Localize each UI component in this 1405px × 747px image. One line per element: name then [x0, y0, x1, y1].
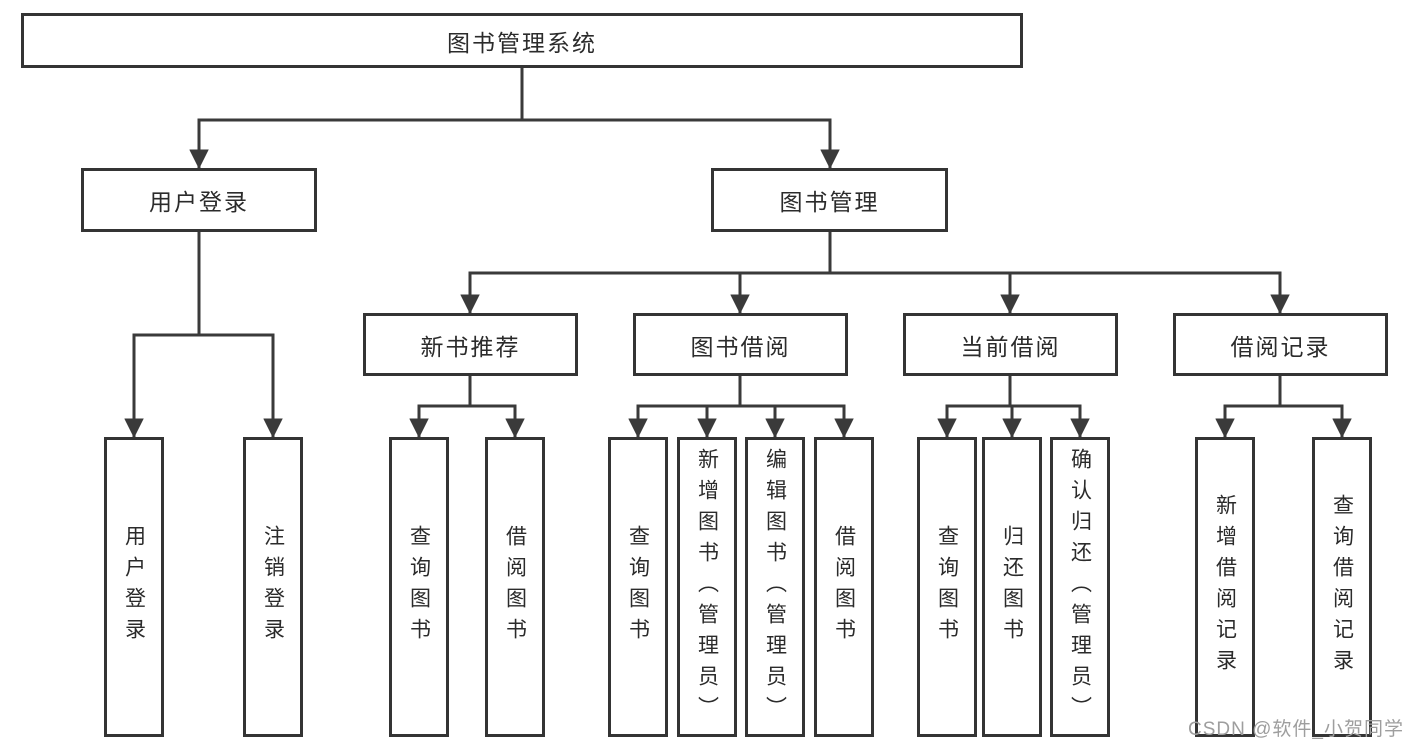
- node-borrow-records: 借阅记录: [1173, 313, 1388, 376]
- node-leaf-cb-return-books: 归还图书: [982, 437, 1042, 737]
- connector-cb-to-confirm: [1010, 404, 1090, 438]
- connector-root-to-book-mgmt: [522, 118, 840, 169]
- node-leaf-cb-query-books: 查询图书: [917, 437, 977, 737]
- connector-cb-to-query: [937, 376, 1012, 438]
- node-book-mgmt-label: 图书管理: [779, 189, 880, 215]
- node-leaf-bb-borrow-books: 借阅图书: [814, 437, 874, 737]
- node-leaf-nbr-query-books-label: 查询图书: [407, 525, 431, 649]
- connector-userlogin-to-logout: [199, 333, 283, 438]
- node-leaf-logout: 注销登录: [243, 437, 303, 737]
- node-leaf-user-login: 用户登录: [104, 437, 164, 737]
- node-leaf-bb-borrow-books-label: 借阅图书: [832, 525, 856, 649]
- node-borrow-records-label: 借阅记录: [1230, 333, 1331, 360]
- connector-bb-to-add: [697, 404, 740, 438]
- node-leaf-bb-edit-books-admin: 编辑图书（管理员）: [745, 437, 805, 737]
- node-leaf-cb-confirm-return-admin: 确认归还（管理员）: [1050, 437, 1110, 737]
- node-leaf-bb-edit-books-admin-label: 编辑图书（管理员）: [763, 447, 787, 727]
- node-root-system: 图书管理系统: [21, 13, 1023, 68]
- connector-bookmgmt-to-newbookrec: [460, 232, 832, 314]
- node-user-login: 用户登录: [81, 168, 317, 232]
- node-leaf-nbr-borrow-books: 借阅图书: [485, 437, 545, 737]
- node-book-mgmt: 图书管理: [711, 168, 948, 232]
- node-leaf-cb-confirm-return-admin-label: 确认归还（管理员）: [1068, 447, 1092, 727]
- connector-userlogin-to-login: [124, 232, 201, 438]
- node-leaf-logout-label: 注销登录: [261, 525, 285, 649]
- node-new-book-rec-label: 新书推荐: [420, 333, 521, 360]
- node-leaf-br-query-record-label: 查询借阅记录: [1330, 494, 1354, 680]
- node-leaf-cb-query-books-label: 查询图书: [935, 525, 959, 649]
- connector-bb-to-query: [628, 376, 742, 438]
- node-leaf-cb-return-books-label: 归还图书: [1000, 525, 1024, 649]
- node-leaf-bb-query-books: 查询图书: [608, 437, 668, 737]
- node-book-borrow: 图书借阅: [633, 313, 848, 376]
- connector-bookmgmt-to-bookborrow: [730, 271, 830, 314]
- node-current-borrow-label: 当前借阅: [960, 333, 1061, 360]
- connector-bookmgmt-to-currentborrow: [830, 271, 1020, 314]
- node-new-book-rec: 新书推荐: [363, 313, 578, 376]
- node-leaf-bb-add-books-admin: 新增图书（管理员）: [677, 437, 737, 737]
- node-leaf-bb-query-books-label: 查询图书: [626, 525, 650, 649]
- connector-root-to-user-login: [189, 68, 524, 169]
- node-current-borrow: 当前借阅: [903, 313, 1118, 376]
- node-user-login-label: 用户登录: [149, 189, 249, 215]
- connector-br-to-query: [1280, 404, 1352, 438]
- node-leaf-br-query-record: 查询借阅记录: [1312, 437, 1372, 737]
- node-leaf-bb-add-books-admin-label: 新增图书（管理员）: [695, 447, 719, 727]
- connector-bb-to-edit: [740, 404, 785, 438]
- connector-bookmgmt-to-borrowrecords: [830, 271, 1290, 314]
- node-leaf-br-add-record-label: 新增借阅记录: [1213, 494, 1237, 680]
- node-book-borrow-label: 图书借阅: [690, 333, 791, 360]
- node-leaf-nbr-borrow-books-label: 借阅图书: [503, 525, 527, 649]
- connector-nbr-to-borrow: [470, 404, 525, 438]
- connector-cb-to-return: [1002, 404, 1022, 438]
- csdn-watermark: CSDN @软件_小贺同学: [1188, 719, 1404, 740]
- node-leaf-user-login-label: 用户登录: [122, 525, 146, 649]
- connector-br-to-add: [1215, 376, 1282, 438]
- connector-nbr-to-query: [409, 376, 472, 438]
- node-leaf-nbr-query-books: 查询图书: [389, 437, 449, 737]
- connector-bb-to-borrow: [740, 404, 854, 438]
- node-leaf-br-add-record: 新增借阅记录: [1195, 437, 1255, 737]
- node-root-system-label: 图书管理系统: [447, 29, 597, 56]
